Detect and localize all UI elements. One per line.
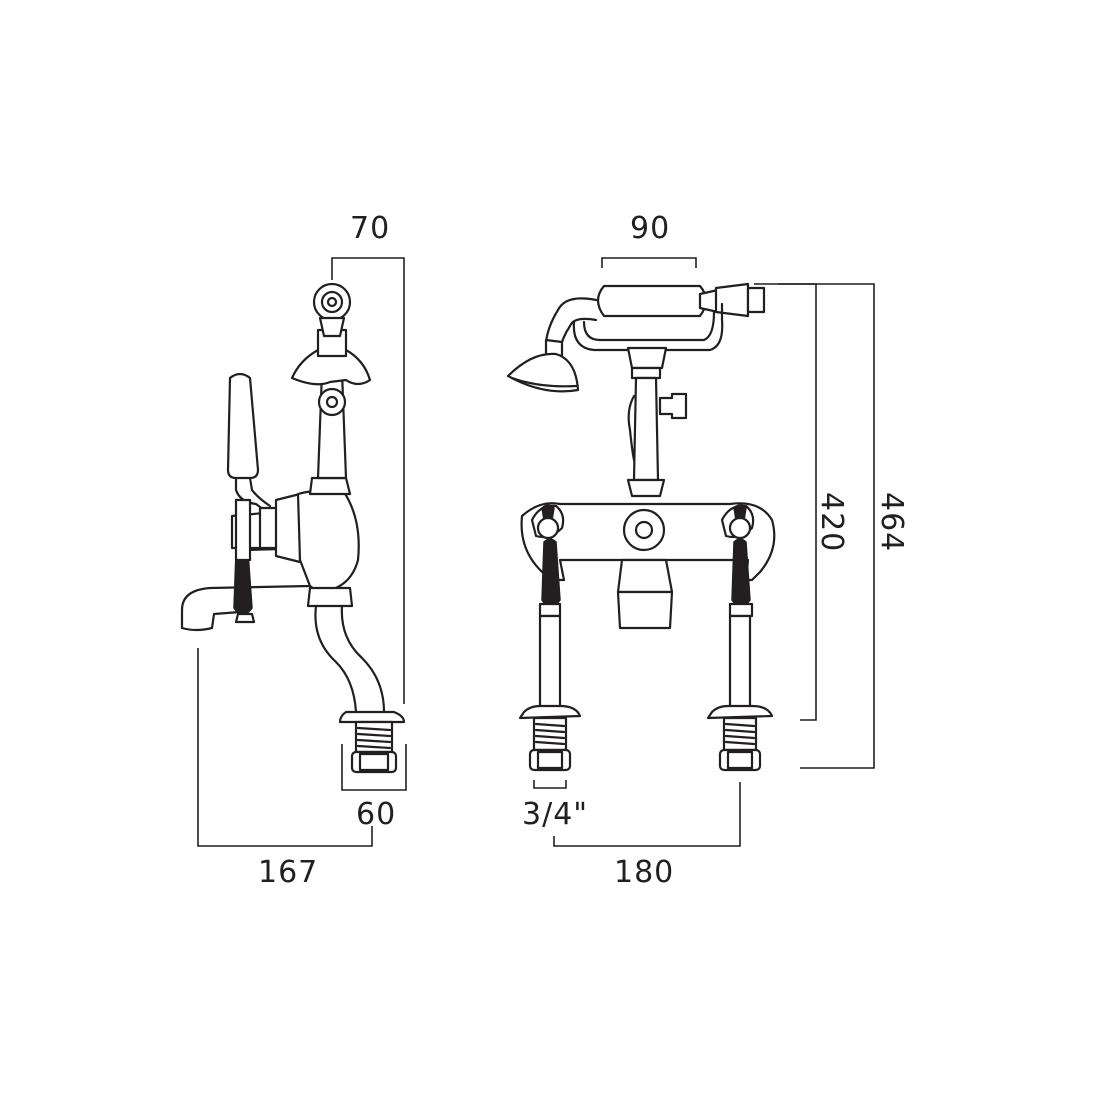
dim-label-420: 420 <box>814 492 849 553</box>
side-view <box>180 282 406 774</box>
dim-label-thread: 3/4" <box>522 797 589 832</box>
front-dimension-lines <box>533 257 875 847</box>
dim-label-180: 180 <box>614 855 675 890</box>
dim-label-60: 60 <box>356 797 397 832</box>
dim-label-464: 464 <box>874 492 909 553</box>
side-dimension-lines <box>197 257 407 847</box>
dim-label-70: 70 <box>350 211 391 246</box>
front-view <box>506 282 776 772</box>
dim-label-167: 167 <box>258 855 319 890</box>
dim-label-90: 90 <box>630 211 671 246</box>
